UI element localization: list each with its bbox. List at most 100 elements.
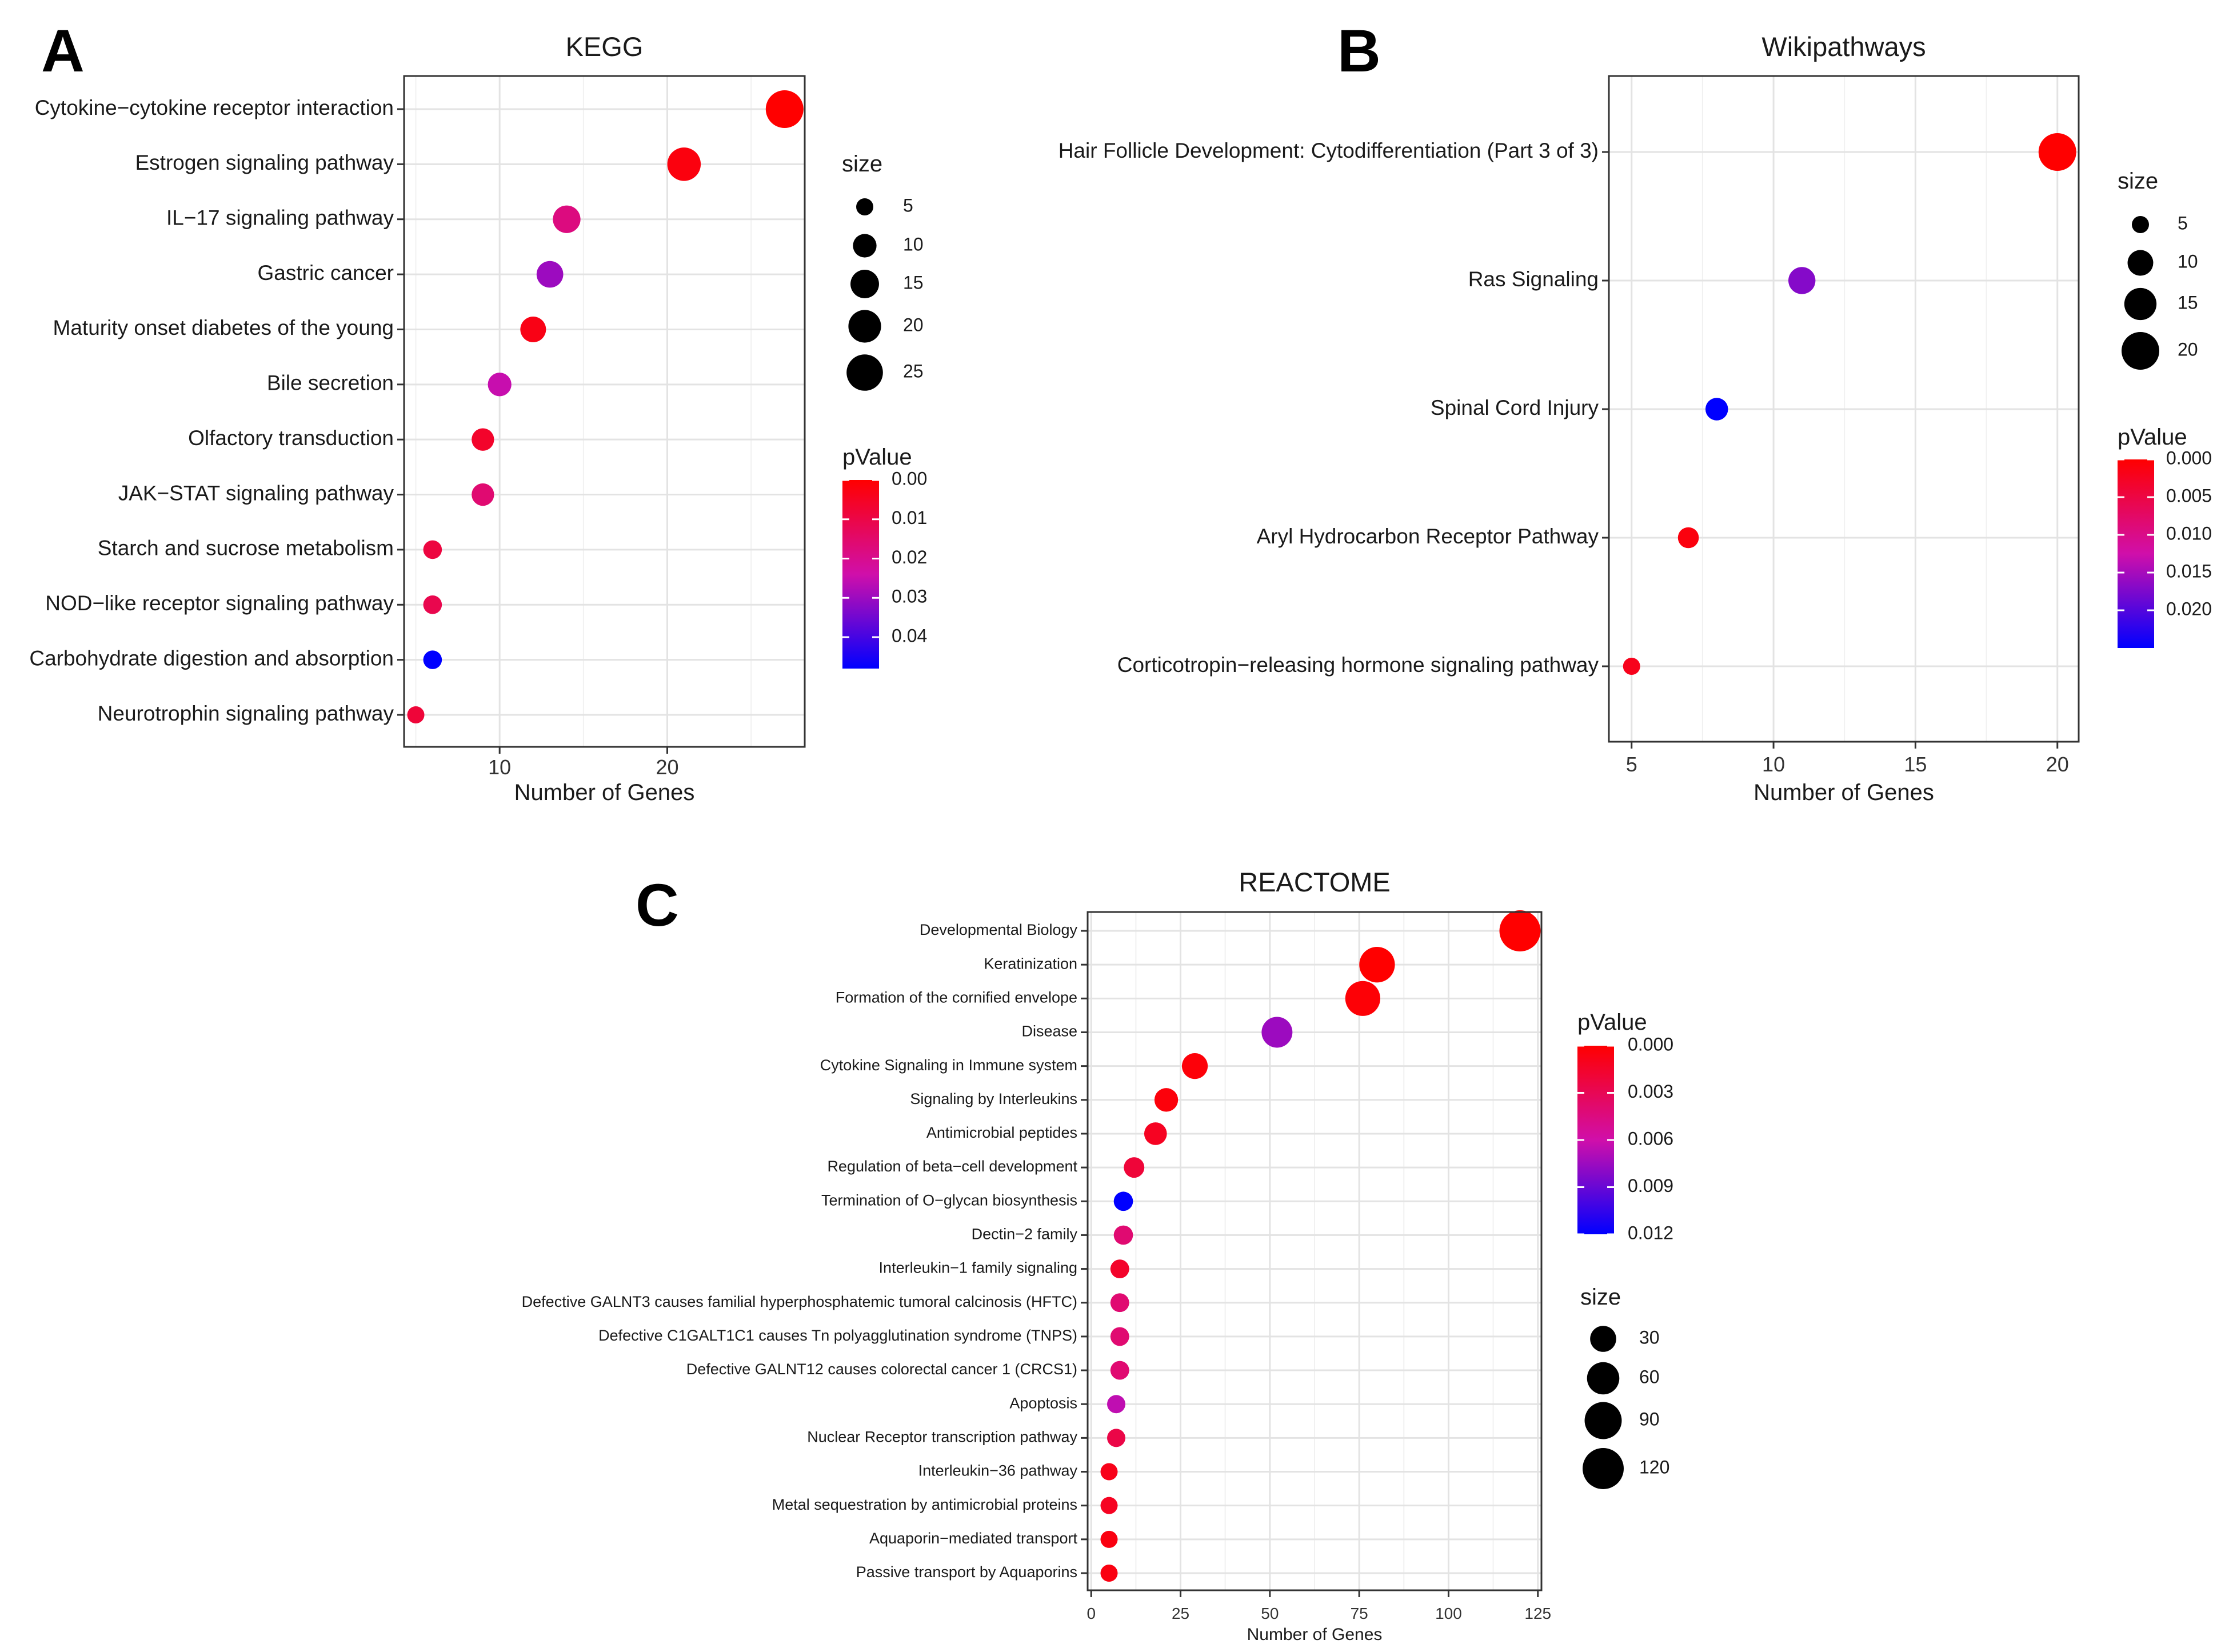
- data-point: [2038, 133, 2076, 171]
- size-legend-title: size: [1580, 1285, 1621, 1310]
- x-tick-label: 75: [1351, 1605, 1368, 1622]
- color-legend-label: 0.015: [2166, 561, 2212, 581]
- data-point: [1100, 1565, 1118, 1582]
- data-point: [1100, 1530, 1118, 1548]
- data-point: [472, 428, 494, 451]
- x-tick-label: 20: [656, 755, 678, 779]
- y-tick-label: NOD−like receptor signaling pathway: [45, 591, 394, 615]
- color-legend-title: pValue: [842, 445, 912, 470]
- plot-frame: [403, 75, 806, 748]
- data-point: [1154, 1088, 1179, 1112]
- size-legend-key: [1583, 1448, 1624, 1489]
- data-point: [1359, 946, 1395, 983]
- y-tick-label: Metal sequestration by antimicrobial pro…: [772, 1496, 1077, 1513]
- chart-title: KEGG: [566, 31, 644, 62]
- size-legend-key: [1584, 1402, 1622, 1439]
- y-tick-label: Antimicrobial peptides: [926, 1124, 1077, 1141]
- data-point: [1110, 1259, 1129, 1279]
- data-point: [1124, 1157, 1145, 1178]
- data-point: [1677, 527, 1699, 549]
- data-point: [1261, 1017, 1293, 1048]
- color-legend-label: 0.012: [1628, 1222, 1673, 1243]
- size-legend-key: [853, 234, 877, 258]
- data-point: [407, 706, 425, 723]
- y-tick-label: Carbohydrate digestion and absorption: [29, 646, 394, 670]
- color-legend-label: 0.000: [2166, 447, 2212, 468]
- x-tick-label: 10: [1762, 753, 1785, 776]
- data-point: [1107, 1429, 1126, 1447]
- y-tick-label: Estrogen signaling pathway: [135, 151, 394, 174]
- y-tick-label: Gastric cancer: [257, 261, 394, 285]
- y-tick-label: Hair Follicle Development: Cytodifferent…: [1058, 139, 1599, 162]
- color-legend-label: 0.003: [1628, 1081, 1673, 1102]
- chart-title: Wikipathways: [1761, 31, 1926, 62]
- size-legend-label: 25: [903, 361, 924, 381]
- data-point: [423, 650, 442, 669]
- data-point: [1110, 1327, 1129, 1346]
- data-point: [1100, 1463, 1118, 1481]
- size-legend-key: [2122, 332, 2159, 370]
- y-tick-label: Olfactory transduction: [188, 426, 394, 450]
- size-legend-key: [1590, 1326, 1616, 1352]
- color-legend-label: 0.01: [892, 507, 927, 528]
- size-legend-label: 10: [2178, 251, 2198, 271]
- y-tick-label: Apoptosis: [1009, 1394, 1077, 1411]
- size-legend-label: 120: [1639, 1457, 1669, 1477]
- y-tick-label: Disease: [1021, 1023, 1077, 1040]
- y-tick-label: Nuclear Receptor transcription pathway: [807, 1428, 1077, 1445]
- x-tick-label: 20: [2046, 753, 2069, 776]
- y-tick-label: Formation of the cornified envelope: [836, 989, 1077, 1006]
- y-tick-label: Dectin−2 family: [972, 1226, 1078, 1243]
- y-tick-label: Developmental Biology: [920, 921, 1078, 938]
- y-tick-label: Defective GALNT12 causes colorectal canc…: [686, 1361, 1077, 1378]
- data-point: [1100, 1497, 1118, 1514]
- y-tick-label: Cytokine Signaling in Immune system: [820, 1057, 1077, 1074]
- size-legend-key: [846, 354, 883, 391]
- color-legend-label: 0.005: [2166, 485, 2212, 506]
- x-tick-label: 10: [488, 755, 511, 779]
- color-legend-label: 0.006: [1628, 1128, 1673, 1149]
- data-point: [423, 540, 442, 559]
- y-tick-label: Corticotropin−releasing hormone signalin…: [1117, 653, 1599, 677]
- data-point: [765, 90, 804, 128]
- data-point: [1107, 1395, 1126, 1414]
- data-point: [1110, 1361, 1129, 1380]
- y-tick-label: Neurotrophin signaling pathway: [98, 702, 394, 725]
- y-tick-label: JAK−STAT signaling pathway: [118, 481, 394, 505]
- size-legend-key: [2132, 216, 2149, 233]
- x-tick-label: 15: [1904, 753, 1927, 776]
- size-legend-label: 5: [2178, 213, 2188, 233]
- data-point: [1113, 1225, 1133, 1245]
- data-point: [1181, 1053, 1208, 1079]
- data-point: [1499, 910, 1541, 951]
- y-tick-label: Regulation of beta−cell development: [827, 1158, 1077, 1175]
- size-legend-label: 5: [903, 195, 913, 215]
- size-legend-label: 20: [2178, 339, 2198, 359]
- size-legend-label: 90: [1639, 1409, 1660, 1429]
- color-legend-label: 0.010: [2166, 523, 2212, 543]
- y-tick-label: Aryl Hydrocarbon Receptor Pathway: [1257, 525, 1599, 548]
- x-axis-title: Number of Genes: [1753, 780, 1934, 805]
- y-tick-label: Interleukin−1 family signaling: [879, 1259, 1077, 1277]
- size-legend-label: 20: [903, 314, 924, 335]
- chart-title: REACTOME: [1239, 867, 1391, 897]
- size-legend-label: 30: [1639, 1327, 1660, 1347]
- size-legend-key: [2127, 250, 2154, 276]
- color-legend-title: pValue: [1577, 1010, 1647, 1035]
- color-legend-label: 0.00: [892, 468, 927, 489]
- size-legend-key: [848, 310, 881, 343]
- size-legend-key: [850, 270, 879, 298]
- panel-letter-b: B: [1337, 18, 1381, 85]
- data-point: [1144, 1122, 1167, 1145]
- data-point: [1113, 1191, 1133, 1211]
- data-point: [472, 483, 494, 506]
- color-legend-title: pValue: [2118, 425, 2187, 450]
- y-tick-label: IL−17 signaling pathway: [166, 206, 394, 230]
- color-legend-label: 0.04: [892, 625, 927, 646]
- data-point: [1110, 1293, 1129, 1313]
- panel-letter-c: C: [636, 872, 679, 939]
- y-tick-label: Aquaporin−mediated transport: [869, 1530, 1077, 1547]
